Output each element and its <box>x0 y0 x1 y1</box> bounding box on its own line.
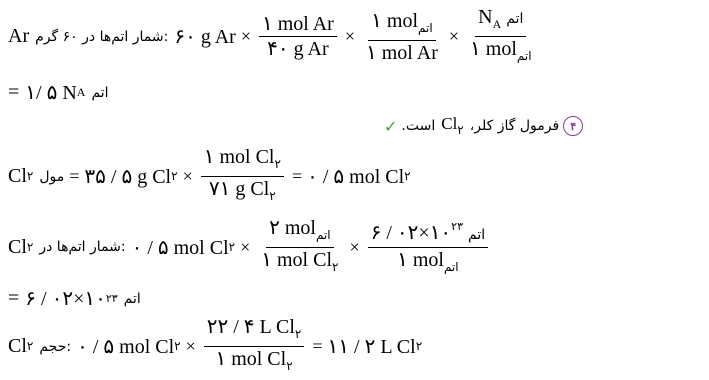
line1-colon: : <box>163 28 169 45</box>
line7-fraction: ۲۲ / ۴ L Cl۲ ۱ mol Cl۲ <box>203 316 305 377</box>
fraction-denominator: ۱ molاتم <box>470 38 532 63</box>
times-sign: × <box>448 26 460 46</box>
line-1-atoms-in-argon: Ar شمار اتم‌ها در ۶۰ گرم : ۶۰ g Ar × ۱ m… <box>8 6 538 67</box>
line5-fraction-1: ۲ molاتم ۱ mol Cl۲ <box>261 216 339 274</box>
line4-fraction: ۱ mol Cl۲ ۷۱ g Cl۲ <box>200 146 284 207</box>
heading-text-end: است. <box>401 118 436 134</box>
line1-quantity: ۶۰ g Ar <box>174 26 236 48</box>
line4-label: مول <box>39 168 65 185</box>
line5-label: شمار اتم‌ها در <box>39 239 121 255</box>
line7-label: حجم <box>39 338 67 355</box>
line-3-heading: ۴ فرمول گاز کلر، Cl۲ است. ✓ <box>380 114 584 138</box>
line2-unit: اتم <box>91 84 109 101</box>
fraction-numerator: ۱ mol Ar <box>258 13 337 37</box>
line1-label: شمار اتم‌ها در ۶۰ گرم <box>35 28 164 45</box>
check-icon: ✓ <box>384 116 398 136</box>
times-sign: × <box>240 26 251 46</box>
line2-value: ۱/ ۵ N <box>25 82 77 104</box>
line1-fraction-2: ۱ molاتم ۱ mol Ar <box>363 10 441 64</box>
heading-text: فرمول گاز کلر، <box>469 118 560 134</box>
line1-fraction-3: NA اتم ۱ molاتم <box>467 6 535 67</box>
fraction-numerator: ۱ molاتم <box>368 10 436 41</box>
line5-fraction-2: ۶ / ۰۲×۱۰۲۳ اتم ۱ molاتم <box>367 216 489 278</box>
line6-unit: اتم <box>123 290 141 307</box>
equals-sign: = <box>8 81 20 103</box>
fraction-denominator: ۱ mol Ar <box>366 41 438 64</box>
chlorine-formula: Cl۲ <box>441 114 464 137</box>
times-sign: × <box>344 26 355 46</box>
line1-fraction-1: ۱ mol Ar ۴۰ g Ar <box>258 13 337 60</box>
line1-lhs: Ar <box>8 25 30 47</box>
fraction-numerator: NA اتم <box>475 6 527 37</box>
fraction-denominator: ۴۰ g Ar <box>267 38 329 60</box>
item-number-badge: ۴ <box>563 116 584 136</box>
